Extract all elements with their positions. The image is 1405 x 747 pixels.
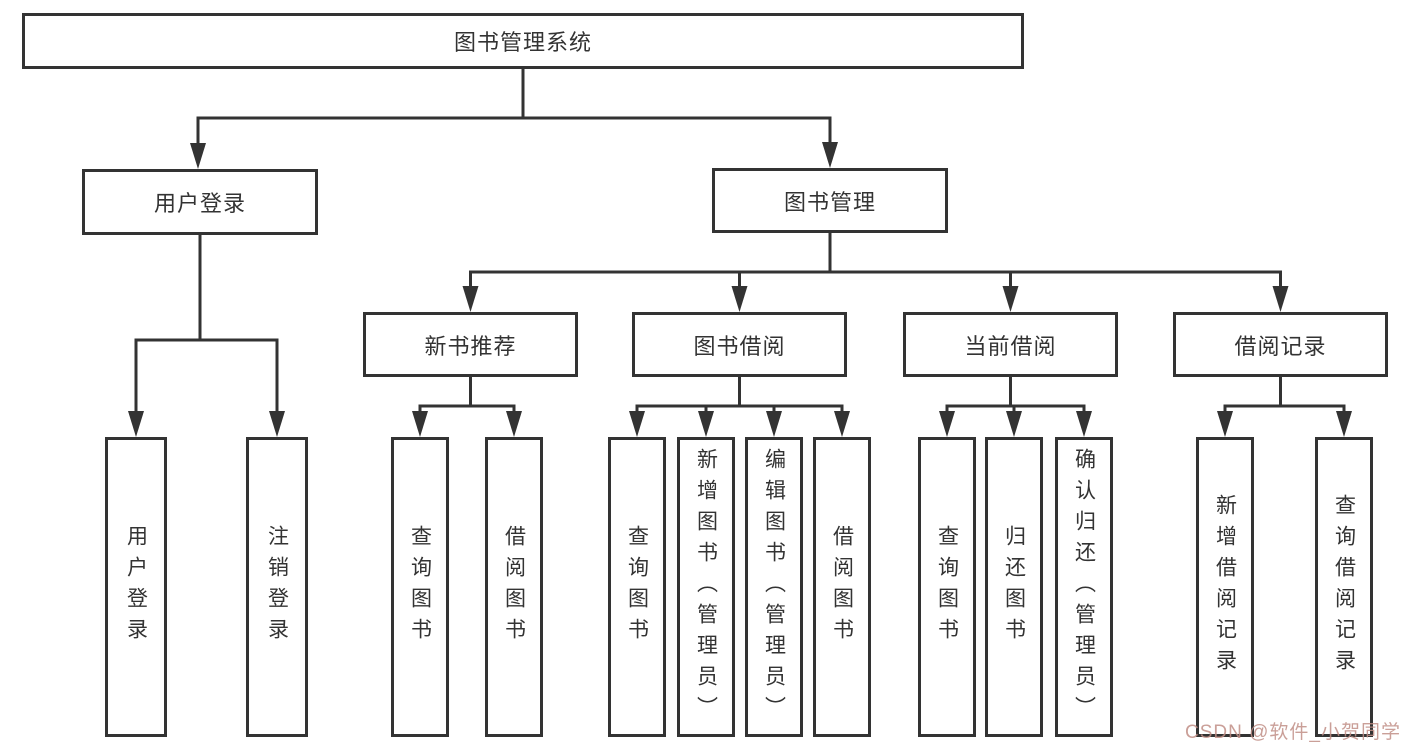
leaf-bb-add-books-admin-label: 新增图书（管理员）	[694, 447, 718, 727]
leaf-bb-borrow-books-label: 借阅图书	[830, 525, 854, 649]
leaf-rec-borrow-books: 借阅图书	[485, 437, 543, 737]
leaf-cb-return-books-label: 归还图书	[1002, 525, 1026, 649]
leaf-logout: 注销登录	[246, 437, 308, 737]
leaf-user-login-label: 用户登录	[124, 525, 148, 649]
leaf-bb-borrow-books: 借阅图书	[813, 437, 871, 737]
leaf-cb-confirm-return-admin-label: 确认归还（管理员）	[1072, 447, 1096, 727]
watermark: CSDN @软件_小贺同学	[1185, 722, 1401, 743]
leaf-user-login: 用户登录	[105, 437, 167, 737]
leaf-bb-edit-books-admin: 编辑图书（管理员）	[745, 437, 803, 737]
node-new-book-recommend-label: 新书推荐	[424, 333, 517, 359]
leaf-cb-confirm-return-admin: 确认归还（管理员）	[1055, 437, 1113, 737]
leaf-cb-query-books: 查询图书	[918, 437, 976, 737]
node-borrow-records-label: 借阅记录	[1234, 333, 1327, 359]
node-book-borrow: 图书借阅	[632, 312, 847, 377]
leaf-logout-label: 注销登录	[265, 525, 289, 649]
leaf-rec-query-books-label: 查询图书	[408, 525, 432, 649]
leaf-rec-query-books: 查询图书	[391, 437, 449, 737]
leaf-cb-query-books-label: 查询图书	[935, 525, 959, 649]
node-borrow-records: 借阅记录	[1173, 312, 1388, 377]
leaf-br-query-record: 查询借阅记录	[1315, 437, 1373, 737]
node-root: 图书管理系统	[22, 13, 1024, 69]
leaf-bb-edit-books-admin-label: 编辑图书（管理员）	[762, 447, 786, 727]
leaf-bb-query-books: 查询图书	[608, 437, 666, 737]
node-root-label: 图书管理系统	[453, 30, 592, 55]
leaf-bb-add-books-admin: 新增图书（管理员）	[677, 437, 735, 737]
leaf-cb-return-books: 归还图书	[985, 437, 1043, 737]
leaf-br-add-record: 新增借阅记录	[1196, 437, 1254, 737]
leaf-rec-borrow-books-label: 借阅图书	[502, 525, 526, 649]
leaf-bb-query-books-label: 查询图书	[625, 525, 649, 649]
node-book-borrow-label: 图书借阅	[693, 333, 786, 359]
node-new-book-recommend: 新书推荐	[363, 312, 578, 377]
node-current-borrow: 当前借阅	[903, 312, 1118, 377]
node-user-login-label: 用户登录	[153, 191, 246, 216]
leaf-br-add-record-label: 新增借阅记录	[1213, 494, 1237, 680]
leaf-br-query-record-label: 查询借阅记录	[1332, 494, 1356, 680]
node-book-management-label: 图书管理	[783, 189, 876, 215]
node-current-borrow-label: 当前借阅	[964, 333, 1057, 359]
node-book-management: 图书管理	[712, 168, 948, 233]
node-user-login: 用户登录	[82, 169, 318, 235]
